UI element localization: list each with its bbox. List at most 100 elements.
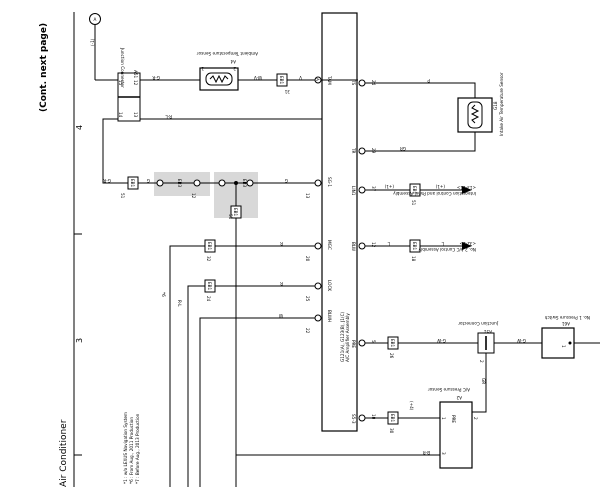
wire-color: P: [427, 78, 430, 83]
terminal-number: 51: [120, 193, 125, 199]
connector-terminal: [246, 179, 254, 187]
note-line: *7 : Before Aug., 2013 Production: [135, 413, 140, 484]
wire: [365, 132, 476, 152]
wire-color: L: [387, 241, 390, 246]
terminal-number: 29: [371, 148, 376, 154]
connector-arrow: [462, 186, 472, 194]
terminal-number: 12: [191, 193, 196, 199]
terminal-number: 10: [371, 414, 376, 420]
switch-contact: [568, 341, 572, 345]
ecu-pin-name: S5-3: [351, 414, 356, 424]
ecu-no2-ref: <32-2>: [459, 241, 476, 246]
ecu-pin-name: BLW: [351, 242, 356, 251]
splice-id: EB1: [233, 208, 238, 217]
ecu-pin-name: LOCK: [327, 280, 332, 291]
zone-number-4: 4: [75, 125, 84, 130]
ecu-pin-name: MGC: [327, 240, 332, 250]
terminal-number: 12: [133, 80, 138, 86]
terminal-number: 37: [371, 186, 376, 192]
terminal-number: 2: [479, 360, 484, 363]
wire-color: GR: [400, 146, 406, 151]
wire-color: G-W: [437, 338, 446, 343]
splice-id: EB1: [390, 339, 395, 348]
integration-ref: <13-11>: [456, 185, 476, 190]
zone-number-3: 3: [75, 338, 84, 343]
pressure-switch-id: A61: [561, 321, 570, 326]
terminal-number: 13: [305, 193, 310, 199]
terminal-number: 24: [206, 296, 211, 302]
thermistor-symbol: [205, 72, 233, 86]
reference-a-label: A: [94, 17, 97, 22]
ecu-no2-label: No. 2 A/C Control Assembly: [418, 247, 476, 252]
thermistor-zigzag: [470, 104, 480, 124]
thermistor-zigzag: [209, 74, 229, 84]
ecu-terminal: [358, 242, 366, 250]
wire-color: R: [280, 281, 283, 286]
intake-sensor-id: G18: [493, 101, 498, 110]
terminal-number: 25: [305, 296, 310, 302]
ecu-terminal: [358, 414, 366, 422]
terminal-number: 12: [371, 242, 376, 248]
ecu-pin-name: TAM: [327, 75, 332, 85]
terminal-number: 51: [411, 200, 416, 206]
wire-color: W-V: [254, 75, 262, 80]
ambient-sensor-label: Ambient Temperature Sensor: [197, 51, 258, 56]
wire-color: B-R: [423, 450, 430, 455]
splice-id: EB3: [242, 179, 247, 188]
ecu-terminal: [358, 339, 366, 347]
ecu-pin: A: [315, 78, 320, 81]
splice-id: EB3: [177, 179, 182, 188]
wire-color: GR: [481, 378, 486, 384]
wire-color: R: [280, 241, 283, 246]
ecu-pin-name: PRE: [351, 340, 356, 348]
ecu-pin-name: TR: [351, 147, 356, 154]
junction-bottom-label: Junction Connector: [458, 321, 499, 326]
splice-id: EB1: [207, 282, 212, 291]
junction-top-label: Junction Connector: [120, 47, 125, 88]
continued-next-page-label: (Cont. next page): [39, 23, 49, 112]
wire-color: W: [279, 313, 283, 318]
ecu-terminal: [314, 179, 322, 187]
wire-color: R-L: [177, 300, 182, 307]
ecu-name: A/C Amplifier Assembly: [345, 313, 350, 362]
terminal-number: 2: [473, 417, 478, 420]
terminal-number: 14: [118, 112, 123, 118]
terminal-number: 1: [441, 417, 446, 420]
ecu-pin-name: TS: [351, 79, 356, 86]
wire-color: G: [285, 178, 288, 183]
ecu-terminal: [358, 186, 366, 194]
ac-amplifier-box: [321, 12, 358, 432]
splice-id: EB1: [412, 186, 417, 195]
splice-id: EB1: [412, 242, 417, 251]
ecu-pin-name: LIN1: [351, 186, 356, 196]
ecu-name: G121(A), G123(B), J1(C): [340, 311, 345, 362]
wire-color: G-R: [103, 178, 111, 183]
wire: [472, 353, 487, 413]
wire: [169, 245, 205, 487]
connector-terminal: [218, 179, 226, 187]
splice-id: EB1: [130, 179, 135, 188]
wire-color: L: [441, 241, 444, 246]
junction-top-id: A51: [133, 70, 138, 79]
wire: [102, 118, 128, 184]
splice-id: EB1: [279, 76, 284, 85]
terminal-number: 31: [284, 89, 290, 94]
integration-label: Integration Control and Panel Assembly: [393, 191, 476, 196]
terminal-number: 22: [305, 328, 310, 334]
ecu-pin-name: SG-1: [327, 177, 332, 187]
reference-label: (+1): [435, 184, 445, 189]
note-line: *1 : w/o LEXUS Navigation System: [123, 412, 128, 484]
connector-terminal: [156, 179, 164, 187]
terminal-number: 3: [441, 452, 446, 455]
wire-color: G: [147, 178, 150, 183]
wire-color: G-R: [152, 75, 160, 80]
terminal-number: 32: [206, 256, 211, 262]
ecu-terminal: [314, 282, 322, 290]
terminal-number: 5: [371, 340, 376, 343]
terminal-number: 51: [228, 214, 233, 220]
splice-id: EB1: [390, 414, 395, 423]
ecu-pin-name: BLWH: [327, 310, 332, 322]
reference-label: *6: [161, 292, 166, 297]
connector-terminal: [193, 179, 201, 187]
